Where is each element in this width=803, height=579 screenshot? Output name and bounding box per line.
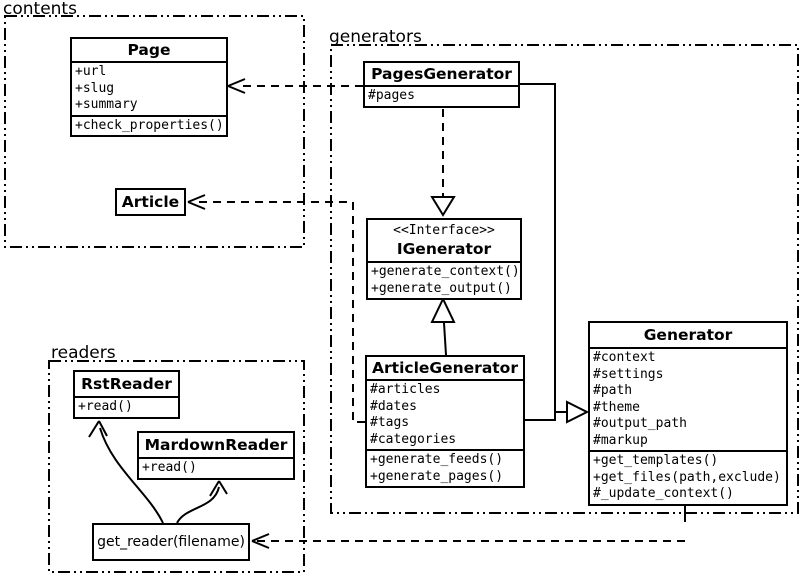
curved-line: [176, 486, 220, 524]
class-title: ArticleGenerator: [372, 359, 518, 377]
method: +get_files(path,exclude): [593, 469, 781, 485]
class-title: Article: [121, 193, 180, 211]
open-arrowhead: [209, 480, 228, 497]
package-border-contents: [4, 15, 305, 248]
method: +generate_pages(): [370, 468, 504, 484]
class-title: PagesGenerator: [371, 65, 512, 83]
method: +read(): [142, 460, 197, 475]
relationship-getreader-to-markdownreader: [176, 480, 228, 524]
method: +check_properties(): [75, 117, 224, 133]
class-title: Generator: [643, 326, 733, 344]
relationship-pagesgenerator-to-igenerator: [430, 109, 456, 217]
hollow-triangle-arrowhead: [566, 400, 590, 424]
relationship-articlegenerator-to-igenerator: [430, 296, 456, 356]
method: +generate_context(): [371, 264, 520, 279]
relationship-generators-to-generator: [520, 83, 590, 424]
class-article: Article: [115, 188, 186, 216]
dependency-line: [196, 201, 365, 423]
attribute: #dates: [370, 398, 417, 414]
package-label-readers: readers: [51, 343, 116, 363]
package-label-generators: generators: [329, 27, 422, 47]
class-generator: Generator #context #settings #path #them…: [588, 321, 788, 506]
attribute: #markup: [593, 432, 648, 448]
class-articlegenerator: ArticleGenerator #articles #dates #tags …: [365, 355, 525, 488]
relationship-generator-to-getreader: [251, 500, 686, 549]
relationship-articlegenerator-to-article: [187, 194, 365, 423]
method: +get_templates(): [593, 453, 719, 468]
function-box-get-reader: get_reader(filename): [92, 523, 250, 561]
methods-compartment: +generate_context() +generate_output(): [368, 261, 520, 298]
class-title: IGenerator: [396, 240, 492, 258]
attributes-compartment: #articles #dates #tags #categories: [367, 379, 523, 449]
relationship-pagesgenerator-to-page: [227, 78, 363, 94]
attribute: +url: [75, 64, 107, 79]
package-border-generators: [330, 44, 799, 514]
hollow-triangle-arrowhead: [430, 296, 456, 323]
methods-compartment: +read(): [75, 396, 178, 417]
class-markdownreader: MardownReader +read(): [137, 431, 295, 480]
attribute: #context: [593, 350, 656, 365]
attributes-compartment: +url +slug +summary: [72, 61, 226, 115]
methods-compartment: +read(): [139, 457, 293, 478]
title-compartment: <<Interface>> IGenerator: [368, 220, 520, 261]
stereotype: <<Interface>>: [393, 223, 495, 238]
attribute: #settings: [593, 366, 664, 382]
attribute: #tags: [370, 415, 410, 430]
generalization-line: [443, 322, 447, 356]
generalization-line-from-articlegenerator: [520, 412, 556, 421]
class-igenerator: <<Interface>> IGenerator +generate_conte…: [366, 218, 522, 300]
method: +generate_feeds(): [370, 452, 504, 467]
attribute: #articles: [370, 382, 441, 397]
attribute: +slug: [75, 80, 115, 96]
package-borders: [4, 15, 799, 573]
method: +read(): [78, 399, 133, 414]
curved-line: [99, 427, 164, 524]
method: #_update_context(): [593, 486, 734, 501]
package-border-readers: [48, 360, 305, 573]
open-arrowhead: [251, 533, 270, 549]
attribute: #categories: [370, 431, 457, 447]
attribute: #pages: [368, 88, 415, 103]
generalization-line-from-pagesgenerator: [520, 83, 566, 413]
class-rstreader: RstReader +read(): [73, 370, 180, 419]
relationship-getreader-to-rstreader: [88, 420, 164, 524]
attribute: +summary: [75, 97, 138, 112]
open-arrowhead: [187, 194, 206, 210]
class-title: Page: [127, 41, 171, 59]
methods-compartment: +check_properties(): [72, 114, 226, 136]
open-arrowhead: [88, 420, 108, 438]
package-label-contents: contents: [3, 0, 77, 19]
class-title: MardownReader: [144, 436, 288, 454]
attributes-compartment: #context #settings #path #theme #output_…: [590, 347, 786, 450]
hollow-triangle-arrowhead: [430, 196, 456, 217]
attribute: #output_path: [593, 416, 687, 431]
method: +generate_output(): [371, 280, 512, 296]
attribute: #theme: [593, 399, 640, 415]
methods-compartment: +generate_feeds() +generate_pages(): [367, 449, 523, 486]
class-title: RstReader: [81, 375, 172, 393]
attributes-compartment: #pages: [365, 85, 518, 106]
class-pagesgenerator: PagesGenerator #pages: [363, 61, 520, 108]
methods-compartment: +get_templates() +get_files(path,exclude…: [590, 450, 786, 504]
attribute: #path: [593, 383, 633, 398]
open-arrowhead: [227, 78, 246, 94]
class-page: Page +url +slug +summary +check_properti…: [70, 37, 228, 137]
